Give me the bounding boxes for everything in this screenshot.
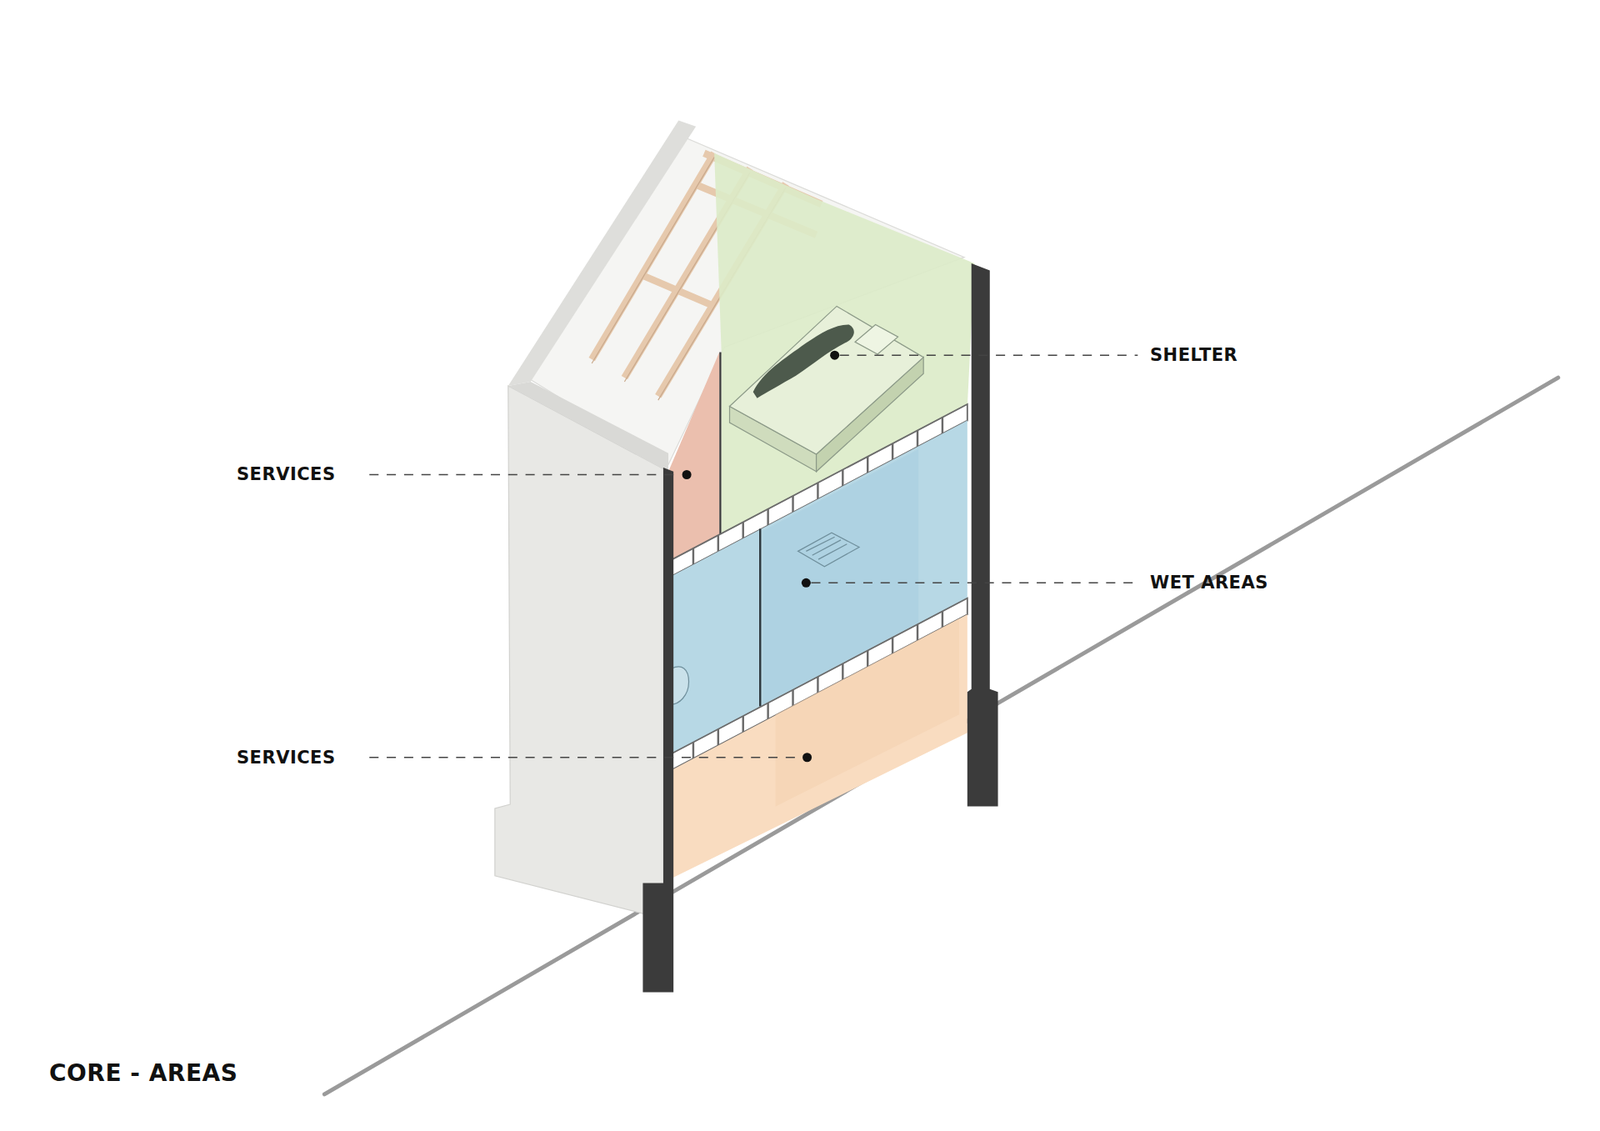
diagram-title: CORE - AREAS (49, 1059, 238, 1087)
joist (766, 509, 769, 526)
zone-label: WET AREAS (1150, 572, 1269, 593)
joist (742, 715, 745, 733)
zone-label: SHELTER (1150, 345, 1238, 365)
joist (916, 430, 919, 447)
joist (816, 676, 819, 694)
zone-label: SERVICES (236, 464, 336, 485)
joist (791, 495, 794, 513)
sleeper-figure (753, 324, 855, 398)
services-back (775, 618, 960, 806)
side-wall (495, 385, 669, 919)
wall-section (642, 467, 674, 993)
joist (916, 624, 919, 641)
joist (841, 470, 844, 487)
joist (717, 535, 720, 552)
ground-line (324, 377, 1558, 1095)
joist (717, 729, 720, 746)
services-zone (668, 352, 720, 565)
joist (866, 650, 869, 668)
joist (891, 443, 894, 460)
zone-label: SERVICES (236, 747, 336, 768)
joist (766, 702, 769, 720)
roof-edge (508, 381, 669, 472)
joist (841, 663, 844, 680)
services-zone (668, 614, 968, 880)
bed-top (730, 305, 925, 455)
partition (759, 528, 761, 706)
joist (816, 482, 819, 500)
shower-grate (805, 536, 847, 560)
joist (692, 548, 695, 565)
wall-section (967, 263, 999, 807)
shower-tray (798, 532, 860, 566)
toilet (671, 666, 690, 705)
joist (941, 610, 944, 628)
partition (719, 352, 721, 540)
pillow (855, 324, 898, 355)
joist (692, 742, 695, 760)
joist (742, 521, 745, 539)
joist (941, 417, 944, 435)
joist (891, 637, 894, 655)
leader-lines (369, 355, 1138, 758)
leader-dots (682, 350, 840, 763)
joist (791, 690, 794, 707)
joist (866, 456, 869, 474)
